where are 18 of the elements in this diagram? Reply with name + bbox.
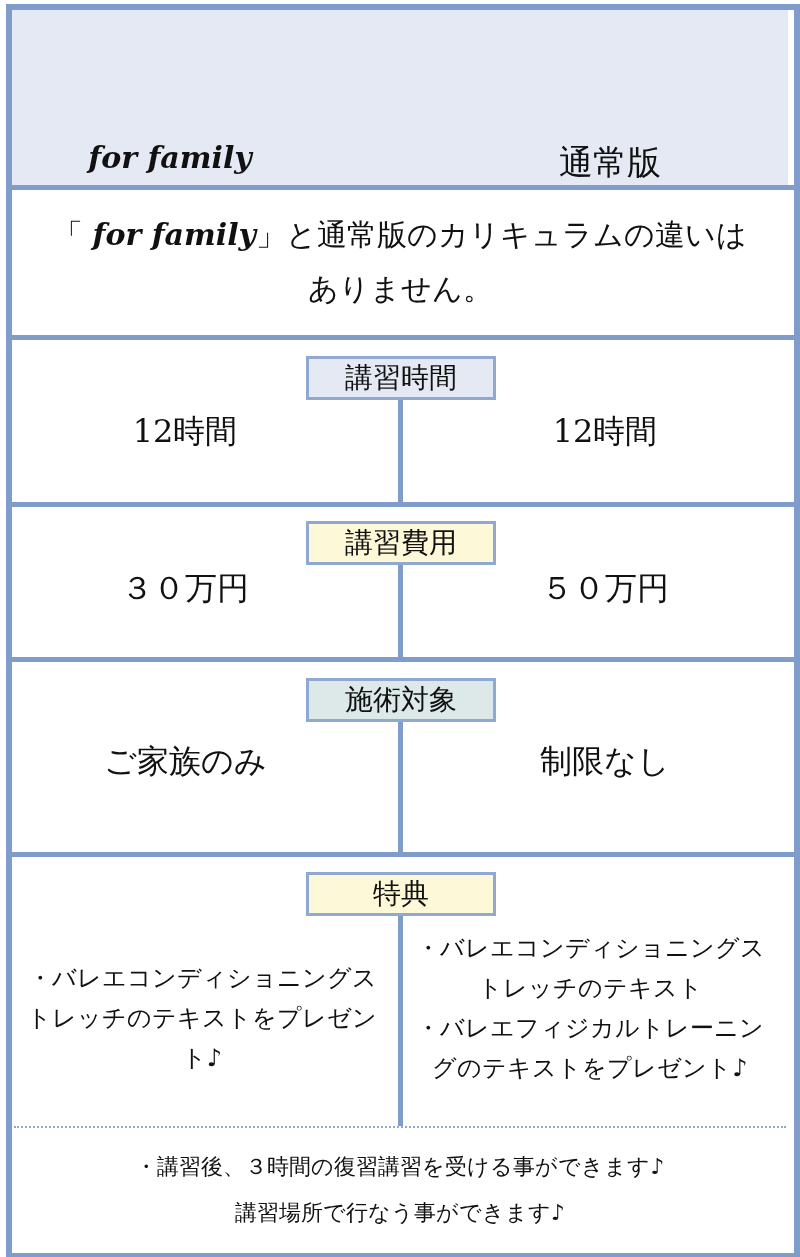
table-cell-text: ・バレエコンディショニングストレッチのテキスト [414, 933, 766, 1004]
heading-badge: 施術対象 [306, 678, 496, 722]
table-cell-text: 12時間 [551, 411, 659, 452]
table-cell-text: ・バレエコンディショニングストレッチのテキストをプレゼント♪ [26, 963, 378, 1074]
table-cell-text: ３０万円 [120, 568, 250, 609]
heading-badge: 特典 [306, 872, 496, 916]
table-cell-text: 制限なし [539, 741, 671, 782]
note-text: 「 for family」と通常版のカリキュラムの違いはありません。 [52, 216, 748, 308]
table-cell-text: ご家族のみ [102, 741, 268, 782]
note-text: ・講習後、３時間の復習講習を受ける事ができます♪ [134, 1153, 666, 1181]
caption: 通常版 [558, 141, 662, 184]
table-cell-text: ・バレエフィジカルトレーニングのテキストをプレゼント♪ [415, 1013, 765, 1084]
note-text: 講習場所で行なう事ができます♪ [233, 1199, 566, 1227]
heading-badge: 講習費用 [306, 521, 496, 565]
table-cell-text: ５０万円 [540, 568, 670, 609]
table-cell-text: 12時間 [131, 411, 239, 452]
heading-badge: 講習時間 [306, 356, 496, 400]
caption: for family [85, 140, 255, 175]
